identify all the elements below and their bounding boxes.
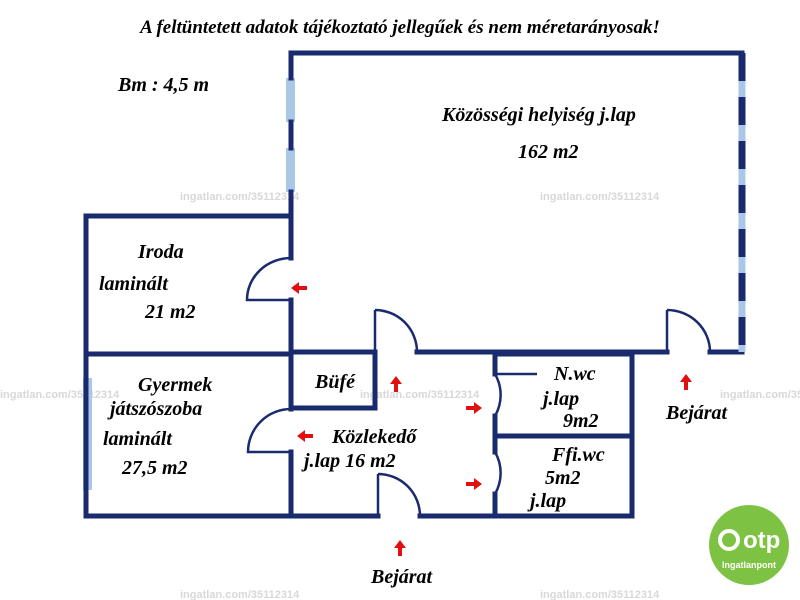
- logo-sub: Ingatlanpont: [722, 560, 776, 570]
- watermark-7: ingatlan.com/35112314: [540, 589, 660, 600]
- playroom-area: 27,5 m2: [121, 457, 188, 479]
- arrow-bottom-entrance: [394, 540, 406, 556]
- watermark-1: ingatlan.com/35112314: [180, 191, 300, 203]
- watermark-4: ingatlan.com/35112314: [360, 389, 480, 401]
- door-office: [245, 256, 292, 302]
- doors: [245, 256, 712, 517]
- watermark-2: ingatlan.com/35112314: [540, 191, 660, 203]
- mens-wc-area: 5m2: [545, 467, 581, 489]
- office-area: 21 m2: [144, 301, 196, 323]
- window-top-left-2: [286, 148, 295, 192]
- logo-brand: otp: [743, 527, 780, 554]
- disclaimer-title: A feltüntetett adatok tájékoztató jelleg…: [139, 17, 660, 38]
- womens-wc-name: N.wc: [553, 363, 596, 385]
- arrow-mens-wc: [466, 478, 482, 490]
- walls: [83, 50, 745, 519]
- entrance-bottom-label: Bejárat: [370, 566, 434, 588]
- playroom-name-2: játszószoba: [107, 398, 202, 420]
- corridor-detail: j.lap 16 m2: [301, 450, 396, 472]
- arrows: [291, 282, 692, 556]
- door-mens-wc: [493, 372, 537, 495]
- ceiling-height: Bm : 4,5 m: [117, 74, 209, 96]
- arrow-womens-wc: [466, 402, 482, 414]
- corridor-name: Közlekedő: [331, 426, 418, 448]
- womens-wc-floor: j.lap: [540, 388, 579, 410]
- watermark-3: ingatlan.com/35112314: [0, 389, 120, 401]
- office-name: Iroda: [137, 241, 184, 263]
- otp-logo: otp Ingatlanpont: [709, 505, 789, 585]
- arrow-playroom: [297, 430, 313, 442]
- door-womens-wc: [493, 373, 502, 417]
- door-community: [374, 308, 419, 353]
- playroom-floor: laminált: [103, 428, 173, 450]
- logo-mark-icon: [718, 529, 740, 551]
- entrance-right-label: Bejárat: [665, 402, 729, 424]
- womens-wc-area: 9m2: [563, 410, 599, 432]
- arrow-community: [390, 376, 402, 392]
- playroom-name: Gyermek: [138, 374, 212, 396]
- arrow-office: [291, 282, 307, 294]
- office-floor: laminált: [99, 273, 169, 295]
- door-playroom: [246, 407, 292, 454]
- community-room-name: Közösségi helyiség j.lap: [441, 104, 636, 126]
- door-right-entrance: [666, 308, 712, 353]
- mens-wc-name: Ffi.wc: [551, 444, 605, 466]
- logo-badge: [709, 505, 789, 585]
- buffet-name: Büfé: [314, 371, 356, 393]
- window-top-left: [286, 78, 295, 122]
- door-bottom-entrance: [377, 472, 422, 517]
- watermarks: ingatlan.com/35112314 ingatlan.com/35112…: [0, 191, 800, 600]
- watermark-5: ingatlan.com/35112314: [720, 389, 800, 401]
- mens-wc-floor: j.lap: [527, 490, 566, 512]
- watermark-6: ingatlan.com/35112314: [180, 589, 300, 600]
- arrow-right-entrance: [680, 374, 692, 390]
- community-room-area: 162 m2: [518, 141, 579, 163]
